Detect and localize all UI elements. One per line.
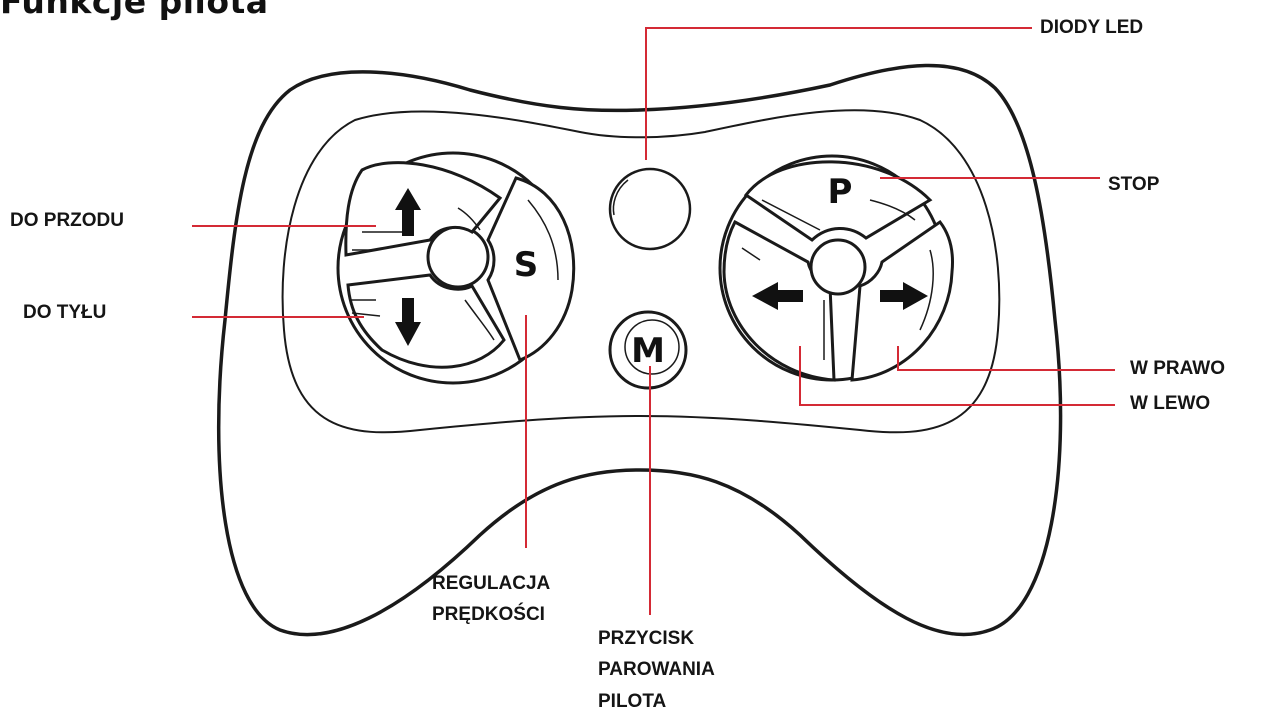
leader-right [897, 346, 1115, 371]
backward-button[interactable] [346, 273, 506, 369]
led-indicator [608, 167, 692, 251]
speed-button[interactable] [486, 176, 576, 362]
label-speed: REGULACJA PRĘDKOŚCI [432, 568, 550, 631]
leader-lines [192, 27, 1115, 615]
pairing-button[interactable]: M [608, 310, 688, 390]
arrow-right-icon [880, 282, 928, 310]
label-stop: STOP [1108, 174, 1160, 195]
label-led: DIODY LED [1040, 17, 1144, 38]
label-pairing: PRZYCISK PAROWANIA PILOTA [598, 623, 715, 717]
label-speed-line1: REGULACJA [432, 573, 551, 594]
controller-inner-panel [281, 109, 1001, 434]
controller-body-outline [216, 63, 1063, 637]
label-forward: DO PRZODU [10, 210, 124, 231]
leader-left [799, 346, 1115, 406]
arrow-left-icon [752, 282, 803, 310]
page-title: Funkcje pilota [0, 0, 269, 21]
right-button-cluster: P [718, 154, 954, 382]
arrow-up-icon [395, 188, 421, 236]
leader-led [645, 27, 1032, 160]
speed-button-label: S [514, 245, 539, 285]
pairing-button-label: M [631, 331, 665, 371]
left-button-cluster: S [336, 151, 576, 385]
label-backward: DO TYŁU [23, 302, 107, 323]
label-left: W LEWO [1130, 393, 1211, 414]
label-pairing-line2: PAROWANIA [598, 659, 715, 681]
label-pairing-line3: PILOTA [598, 690, 667, 712]
stop-button-label: P [828, 172, 853, 212]
label-right: W PRAWO [1130, 358, 1225, 379]
stop-button[interactable] [743, 160, 933, 242]
label-pairing-line1: PRZYCISK [598, 628, 695, 649]
arrow-down-icon [395, 298, 421, 346]
label-speed-line2: PRĘDKOŚCI [432, 604, 545, 626]
